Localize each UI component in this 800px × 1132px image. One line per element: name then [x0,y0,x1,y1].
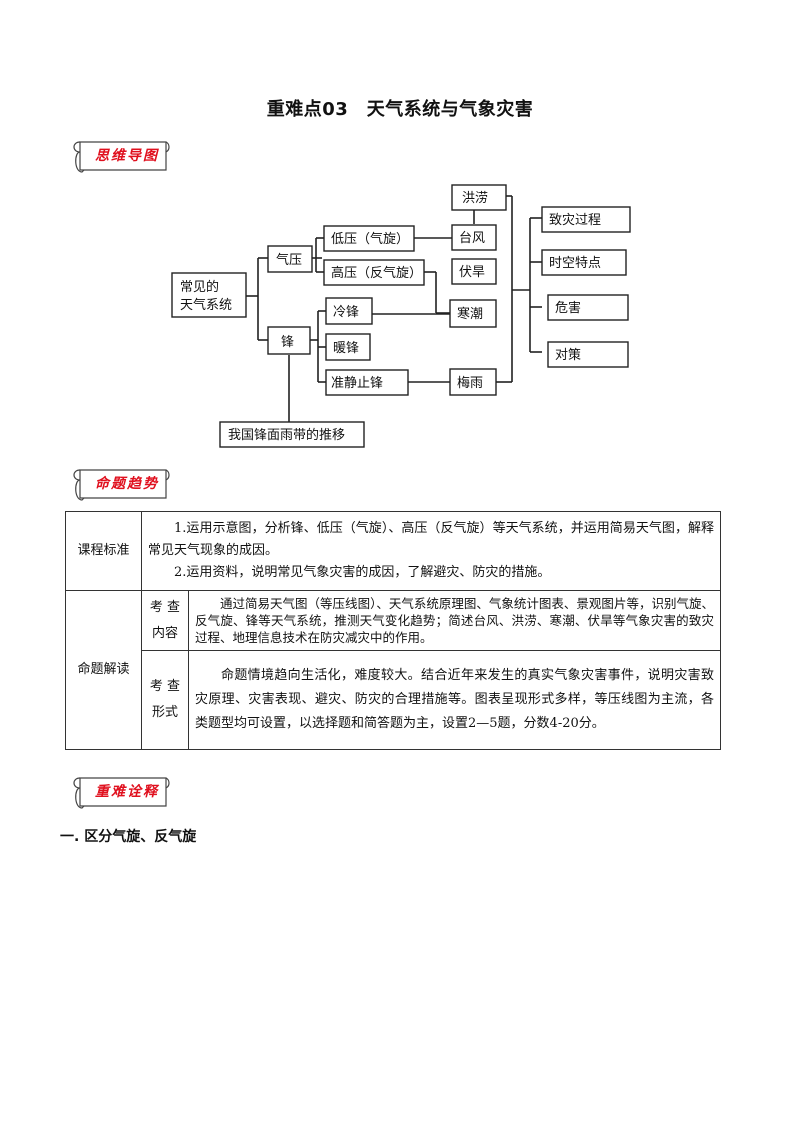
outcome-label-3: 危害 [555,300,581,316]
front-label: 锋 [281,335,294,350]
front-box [267,326,311,355]
explanation-label: 重难诠释 [70,772,170,812]
warm-front-label: 暖锋 [333,341,359,356]
curriculum-table: 课程标准 1.运用示意图，分析锋、低压（气旋）、高压（反气旋）等天气系统，并运用… [65,511,721,750]
mind-map-label-text: 思维导图 [95,148,159,164]
rain-belt-box [219,421,365,448]
cold-front-label: 冷锋 [333,305,359,320]
explanation-label-text: 重难诠释 [95,784,159,800]
outcome-box-4 [547,341,629,368]
drought-box [451,258,497,285]
exam-content-text: 通过简易天气图（等压线图）、天气系统原理图、气象统计图表、景观图片等，识别气旋、… [195,596,714,645]
outcome-label-1: 致灾过程 [549,212,601,228]
exam-content-header: 考 查内容 [141,590,189,651]
course-standard-header: 课程标准 [65,511,142,591]
typhoon-box [451,224,497,251]
pressure-box [267,245,313,273]
flood-box [451,184,507,211]
table-row: 课程标准 1.运用示意图，分析锋、低压（气旋）、高压（反气旋）等天气系统，并运用… [65,511,721,591]
warm-front-box [325,333,371,361]
mind-map-label: 思维导图 [70,136,170,176]
scroll-icon [73,469,170,501]
plum-rain-label: 梅雨 [457,376,483,391]
interpretation-header: 命题解读 [65,590,142,750]
drought-label: 伏旱 [459,265,485,280]
outcome-box-2 [541,249,627,276]
scroll-icon [73,141,170,173]
course-standard-cell: 1.运用示意图，分析锋、低压（气旋）、高压（反气旋）等天气系统，并运用简易天气图… [141,511,721,591]
scroll-icon [73,777,170,809]
typhoon-label: 台风 [459,231,485,246]
root-line-2: 天气系统 [180,297,232,313]
exam-form-text: 命题情境趋向生活化，难度较大。结合近年来发生的真实气象灾害事件，说明灾害致灾原理… [195,668,714,731]
rain-belt-label: 我国锋面雨带的推移 [228,427,345,443]
trends-label-text: 命题趋势 [95,476,159,492]
course-standard-item-1: 1.运用示意图，分析锋、低压（气旋）、高压（反气旋）等天气系统，并运用简易天气图… [148,521,714,558]
low-box [323,225,415,252]
plum-rain-box [449,368,497,396]
high-label: 高压（反气旋） [331,265,422,281]
course-standard-item-2: 2.运用资料，说明常见气象灾害的成因，了解避灾、防灾的措施。 [174,565,551,580]
flood-label: 洪涝 [462,190,488,206]
root-line-1: 常见的 [180,279,219,295]
section-heading: 一. 区分气旋、反气旋 [60,829,197,845]
table-row: 考 查形式 命题情境趋向生活化，难度较大。结合近年来发生的真实气象灾害事件，说明… [66,650,721,750]
exam-content-cell: 通过简易天气图（等压线图）、天气系统原理图、气象统计图表、景观图片等，识别气旋、… [188,590,721,651]
table-row: 命题解读 考 查内容 通过简易天气图（等压线图）、天气系统原理图、气象统计图表、… [65,590,721,750]
stationary-front-label: 准静止锋 [331,376,383,391]
cold-wave-label: 寒潮 [457,306,483,322]
stationary-front-box [325,369,409,396]
high-box [323,259,425,286]
outcome-label-4: 对策 [555,347,581,363]
exam-form-cell: 命题情境趋向生活化，难度较大。结合近年来发生的真实气象灾害事件，说明灾害致灾原理… [188,650,721,750]
mind-map-diagram: 常见的 天气系统 气压 锋 低压（气旋） 高压（反气旋） 冷锋 暖锋 准静止锋 … [171,184,631,448]
root-box [171,272,247,318]
pressure-label: 气压 [276,252,302,268]
low-label: 低压（气旋） [331,231,409,247]
page-title: 重难点03 天气系统与气象灾害 [266,99,534,120]
cold-front-box [325,297,373,325]
outcome-box-3 [547,294,629,321]
cold-wave-box [449,299,497,328]
outcome-label-2: 时空特点 [549,256,601,271]
outcome-box-1 [541,206,631,233]
trends-label: 命题趋势 [70,464,170,504]
exam-form-header: 考 查形式 [141,650,189,750]
